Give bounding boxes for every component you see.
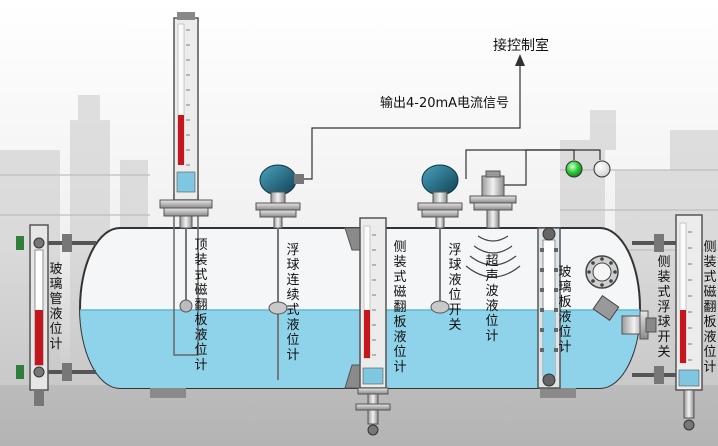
top-magnetic-gauge	[159, 12, 213, 356]
indicator-lights	[565, 160, 611, 178]
side-magnetic-gauge-right	[632, 214, 703, 431]
glass-plate-gauge	[537, 227, 561, 389]
control-room-label: 接控制室	[493, 38, 549, 54]
float-switch-label: 浮球液位开关	[448, 243, 462, 333]
side-float-switch	[621, 310, 657, 340]
glass-plate-label: 玻璃板液位计	[558, 265, 572, 355]
ultrasonic-level-meter	[465, 170, 521, 278]
side-magnetic-gauge-center	[344, 217, 391, 436]
float-level-switch	[417, 164, 463, 314]
float-continuous-label: 浮球连续式液位计	[286, 243, 300, 363]
indicator-light-on	[565, 160, 583, 178]
side-magnetic-right-label: 侧装式磁翻板液位计	[703, 240, 717, 375]
top-magnetic-label: 顶装式磁翻板液位计	[194, 238, 208, 373]
side-magnetic-label: 侧装式磁翻板液位计	[393, 240, 407, 375]
side-float-switch-label: 侧装式浮球开关	[657, 255, 671, 360]
signal-lines	[304, 54, 601, 186]
output-signal-label: 输出4-20mA电流信号	[380, 96, 510, 111]
float-continuous-transmitter	[255, 164, 304, 380]
ultrasonic-label: 超声波液位计	[485, 254, 499, 344]
glass-tube-gauge	[16, 224, 96, 406]
glass-tube-label: 玻璃管液位计	[49, 262, 63, 352]
manhole	[585, 255, 620, 321]
indicator-light-off	[593, 160, 611, 178]
